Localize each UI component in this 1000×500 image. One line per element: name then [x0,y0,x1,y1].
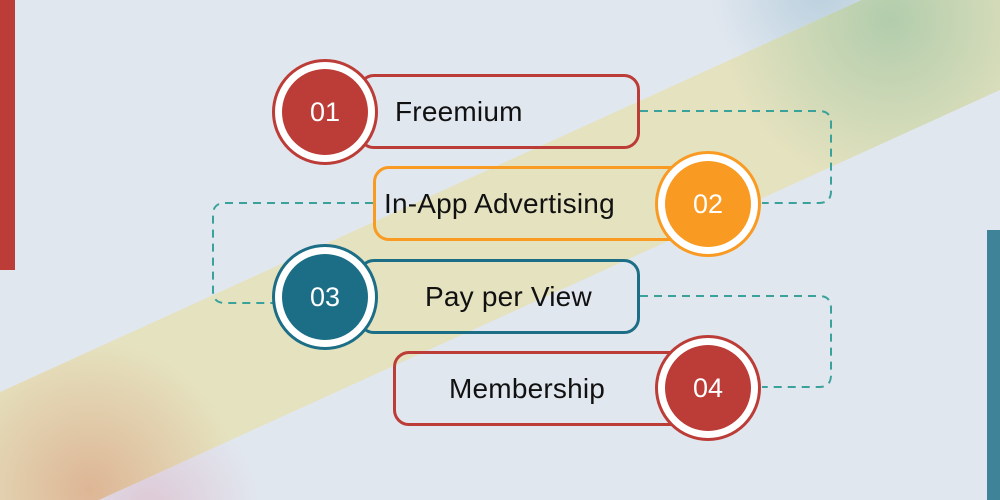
step-number: 01 [309,96,341,127]
connector-03-04 [640,295,832,388]
step-label: Membership [449,372,606,404]
step-box-membership: Membership [393,351,693,426]
step-box-pay-per-view: Pay per View [358,259,640,334]
step-label: In-App Advertising [384,187,615,219]
step-number-badge-03: 03 [272,244,378,350]
step-number: 04 [692,372,724,403]
step-box-freemium: Freemium [358,74,640,149]
step-box-in-app-advertising: In-App Advertising [373,166,698,241]
right-accent-bar [987,230,1000,500]
step-number-badge-04: 04 [655,335,761,441]
step-number: 02 [692,188,724,219]
connector-02-03 [212,202,373,304]
step-number-badge-02: 02 [655,151,761,257]
left-accent-bar [0,0,15,270]
step-label: Freemium [395,95,523,127]
connector-01-02 [640,110,832,204]
step-number: 03 [309,281,341,312]
step-number-badge-01: 01 [272,59,378,165]
step-label: Pay per View [425,280,592,312]
